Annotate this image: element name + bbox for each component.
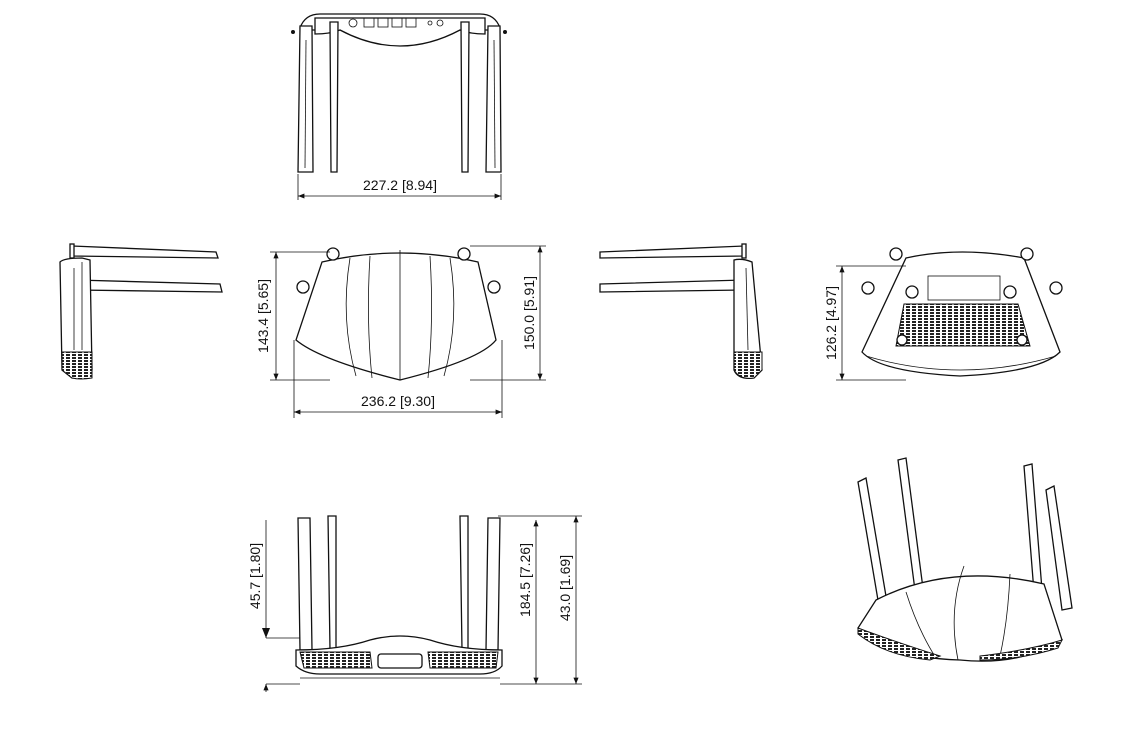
dim-body-height: 45.7 [1.80] xyxy=(247,543,263,609)
top-view: 143.4 [5.65] 150.0 [5.91] 236.2 [9.30] xyxy=(255,245,546,418)
rear-view: 227.2 [8.94] xyxy=(291,13,507,200)
left-side-view xyxy=(59,243,223,380)
front-view: 45.7 [1.80] 184.5 [7.26] 43.0 [1.69] xyxy=(247,515,582,692)
dim-top-depth-total: 150.0 [5.91] xyxy=(521,276,537,350)
dim-top-width: 236.2 [9.30] xyxy=(361,393,435,409)
right-side-view xyxy=(599,243,763,379)
port-row xyxy=(348,17,444,28)
dim-bottom-depth: 126.2 [4.97] xyxy=(823,286,839,360)
dim-rear-width: 227.2 [8.94] xyxy=(363,177,437,193)
bottom-view: 126.2 [4.97] xyxy=(823,247,1063,381)
dim-top-depth: 143.4 [5.65] xyxy=(255,279,271,353)
dim-antenna-height: 184.5 [7.26] xyxy=(517,543,533,617)
dim-front-height: 43.0 [1.69] xyxy=(557,555,573,621)
perspective-view xyxy=(857,457,1073,662)
